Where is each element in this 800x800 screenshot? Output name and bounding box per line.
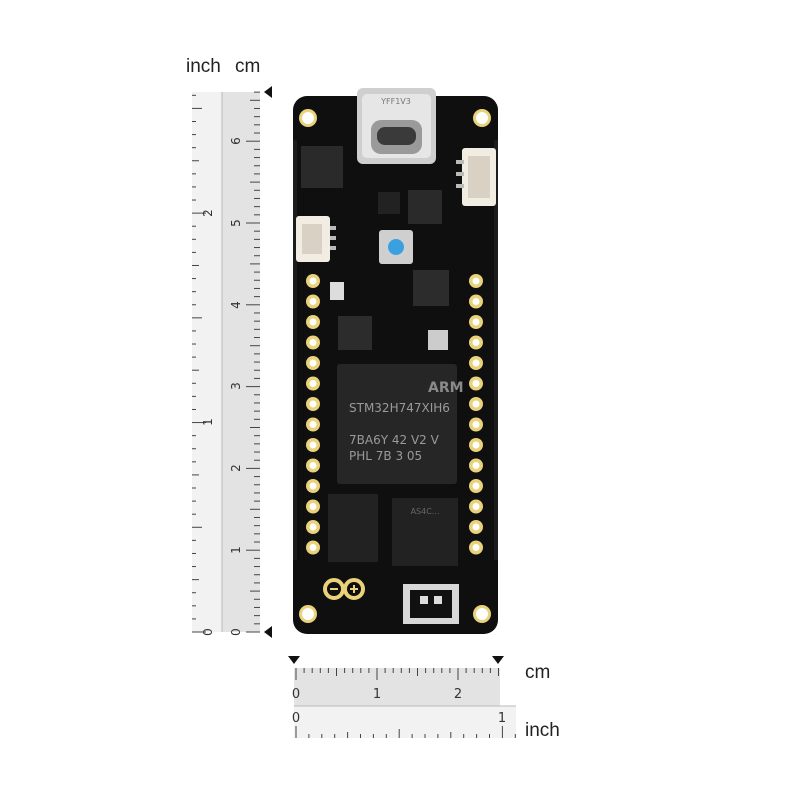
ic-chip	[338, 316, 372, 350]
mcu-model: STM32H747XIH6	[349, 401, 450, 415]
pin-pad	[306, 417, 320, 432]
mcu-brand: ARM	[428, 380, 464, 396]
arrow-right-icon	[492, 656, 504, 664]
h-inch-tick-label: 1	[498, 711, 506, 726]
reset-button[interactable]	[379, 230, 413, 264]
pin-pad	[306, 438, 320, 452]
vertical-ruler-inch-label: inch	[186, 56, 221, 77]
pin-pad	[469, 376, 483, 391]
ram-marking: AS4C...	[411, 507, 440, 516]
pin-pad	[306, 294, 320, 309]
ic-chip	[413, 270, 449, 306]
pin-pad	[306, 499, 320, 514]
v-cm-tick-label: 1	[229, 546, 243, 554]
pin-pad	[469, 397, 483, 411]
v-inch-tick-label: 1	[201, 418, 215, 426]
pin-pad	[306, 274, 320, 288]
pin-pad	[306, 520, 320, 534]
pin-pad	[306, 540, 320, 555]
pin-pad	[306, 376, 320, 391]
jst-connector[interactable]	[296, 216, 336, 262]
pin-pad	[306, 315, 320, 329]
pin-pad	[469, 458, 483, 473]
ic-chip	[408, 190, 442, 224]
horizontal-ruler-cm-label: cm	[525, 662, 551, 683]
pin-pad	[469, 356, 483, 370]
arrow-left-icon	[288, 656, 300, 664]
h-cm-tick-label: 0	[292, 687, 300, 702]
arrow-top-icon	[264, 86, 272, 98]
pin-headers	[306, 274, 483, 555]
arrow-bottom-icon	[264, 626, 272, 638]
v-inch-tick-label: 0	[201, 628, 215, 636]
pin-pad	[306, 458, 320, 473]
pin-pad	[306, 479, 320, 493]
h-cm-tick-label: 2	[454, 687, 462, 702]
pin-pad	[469, 479, 483, 493]
horizontal-ruler-inch-label: inch	[525, 720, 560, 741]
h-cm-tick-label: 1	[373, 687, 381, 702]
usb-marking: YFF1V3	[380, 97, 411, 106]
pin-pad	[469, 499, 483, 514]
pin-pad	[469, 520, 483, 534]
usb-c-connector[interactable]: YFF1V3	[357, 88, 436, 164]
horizontal-ruler: 0 1 2 0 1	[288, 656, 516, 738]
ic-chip	[378, 192, 400, 214]
vertical-ruler: 0 1 2 3 4 5 6 0 1 2	[192, 86, 272, 638]
pin-pad	[306, 335, 320, 350]
memory-chip	[328, 494, 378, 562]
pin-pad	[469, 540, 483, 555]
vertical-ticks	[192, 91, 260, 633]
board: YFF1V3	[293, 88, 498, 634]
ic-chip	[301, 146, 343, 188]
h-cm-strip	[294, 668, 500, 706]
v-cm-tick-label: 6	[229, 137, 243, 145]
pin-pad	[469, 274, 483, 288]
mounting-hole	[473, 109, 491, 127]
ic-chip	[428, 330, 448, 350]
pin-pad	[306, 397, 320, 411]
memory-chip: AS4C...	[392, 498, 458, 566]
pin-pad	[469, 417, 483, 432]
component	[330, 282, 344, 300]
h-inch-strip	[294, 706, 516, 738]
h-inch-tick-label: 0	[292, 711, 300, 726]
pin-pad	[469, 315, 483, 329]
mcu-line3: 7BA6Y 42 V2 V	[349, 433, 440, 447]
mcu-chip: ARM STM32H747XIH6 7BA6Y 42 V2 V PHL 7B 3…	[337, 364, 464, 484]
pin-pad	[469, 438, 483, 452]
pin-pad	[306, 356, 320, 370]
v-cm-tick-label: 5	[229, 219, 243, 227]
v-cm-tick-label: 2	[229, 464, 243, 472]
inch-scale-strip	[192, 92, 222, 632]
mounting-hole	[299, 605, 317, 623]
arduino-logo-icon	[323, 578, 365, 600]
pin-pad	[469, 294, 483, 309]
battery-connector[interactable]	[456, 148, 496, 206]
v-cm-tick-label: 0	[229, 628, 243, 636]
v-inch-tick-label: 2	[201, 209, 215, 217]
mounting-hole	[473, 605, 491, 623]
horizontal-ticks	[295, 668, 516, 738]
v-cm-tick-label: 3	[229, 382, 243, 390]
mounting-hole	[299, 109, 317, 127]
vertical-ruler-cm-label: cm	[235, 56, 261, 77]
pin-pad	[469, 335, 483, 350]
mcu-line4: PHL 7B 3 05	[349, 449, 422, 463]
v-cm-tick-label: 4	[229, 301, 243, 309]
